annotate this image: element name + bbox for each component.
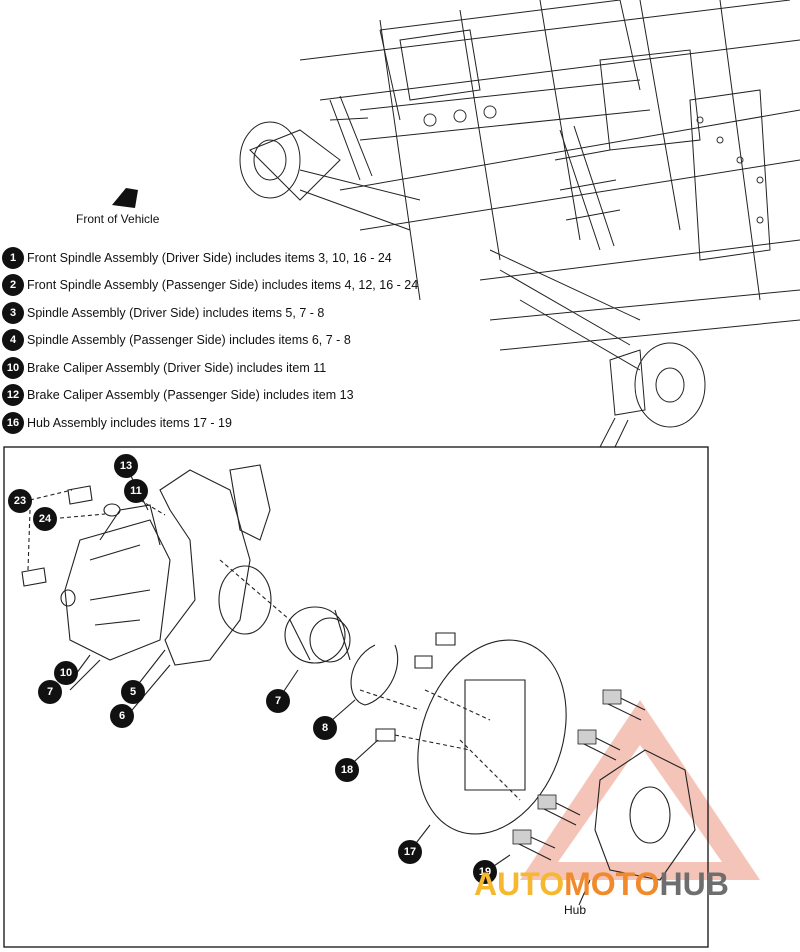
callout-6: 6 [110,704,134,728]
chassis-illustration [112,0,800,448]
legend-row: 3 Spindle Assembly (Driver Side) include… [2,299,482,327]
watermark-moto: MOTO [564,866,660,902]
legend-text: Hub Assembly includes items 17 - 19 [27,415,232,430]
legend-text: Spindle Assembly (Passenger Side) includ… [27,333,351,348]
callout-7: 7 [38,680,62,704]
callout-17: 17 [398,840,422,864]
callout-7: 7 [266,689,290,713]
legend-number: 4 [2,329,24,352]
legend-text: Front Spindle Assembly (Passenger Side) … [27,278,419,293]
legend-number: 1 [2,246,24,269]
legend-row: 16 Hub Assembly includes items 17 - 19 [2,409,482,437]
legend-row: 10 Brake Caliper Assembly (Driver Side) … [2,354,482,382]
callout-23: 23 [8,489,32,513]
legend-text: Spindle Assembly (Driver Side) includes … [27,305,325,320]
parts-legend: 1 Front Spindle Assembly (Driver Side) i… [2,244,482,437]
legend-number: 3 [2,301,24,324]
legend-number: 16 [2,411,24,434]
legend-number: 12 [2,384,24,407]
legend-row: 2 Front Spindle Assembly (Passenger Side… [2,272,482,300]
watermark-hub: HUB [659,866,729,902]
legend-row: 1 Front Spindle Assembly (Driver Side) i… [2,244,482,272]
detail-frame [3,446,709,948]
callout-5: 5 [121,680,145,704]
watermark-auto: AUTO [474,866,565,902]
legend-text: Brake Caliper Assembly (Driver Side) inc… [27,360,327,375]
legend-text: Front Spindle Assembly (Driver Side) inc… [27,250,392,265]
front-of-vehicle-label: Front of Vehicle [76,212,160,226]
callout-19: 19 [473,860,497,884]
legend-row: 12 Brake Caliper Assembly (Passenger Sid… [2,382,482,410]
legend-text: Brake Caliper Assembly (Passenger Side) … [27,388,354,403]
callout-24: 24 [33,507,57,531]
callout-18: 18 [335,758,359,782]
callout-11: 11 [124,479,148,503]
front-arrow-icon [112,188,138,208]
legend-number: 10 [2,356,24,379]
callout-13: 13 [114,454,138,478]
hub-label: Hub [564,903,587,917]
callout-10: 10 [54,661,78,685]
callout-8: 8 [313,716,337,740]
legend-row: 4 Spindle Assembly (Passenger Side) incl… [2,327,482,355]
watermark-logo: AUTOMOTOHUB [474,866,729,903]
legend-number: 2 [2,274,24,297]
watermark-triangle-icon [520,700,760,880]
